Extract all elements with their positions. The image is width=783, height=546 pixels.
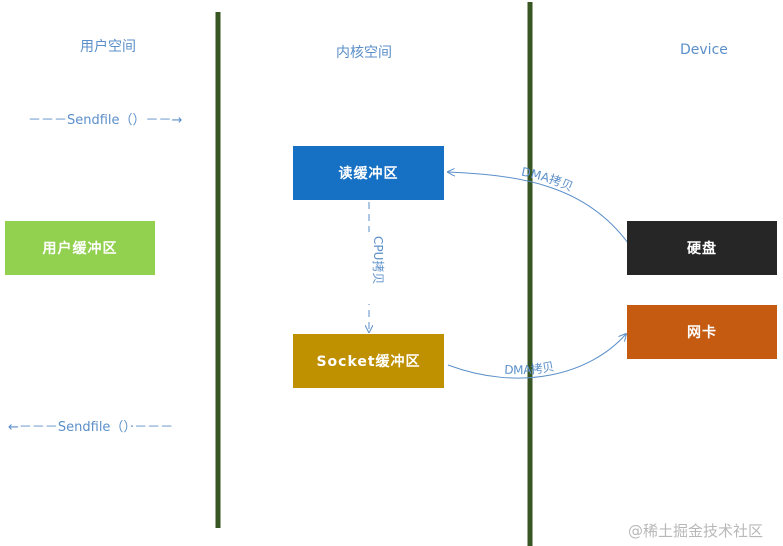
user-buffer-box: 用户缓冲区 — [5, 221, 155, 275]
dma-copy-nic-arrow — [447, 334, 626, 379]
sendfile-call-label: －－－Sendfile（）－－→ — [28, 113, 183, 128]
svg-text:DMA拷贝: DMA拷贝 — [504, 359, 555, 377]
dma-copy-bottom-label: DMA拷贝 — [504, 359, 555, 377]
socket-buffer-box: Socket缓冲区 — [293, 334, 444, 388]
read-buffer-box: 读缓冲区 — [293, 146, 444, 200]
device-heading: Device — [680, 42, 728, 58]
user-space-heading: 用户空间 — [80, 39, 136, 55]
cpu-copy-label: CPU拷贝 — [371, 236, 386, 284]
watermark: @稀土掘金技术社区 — [628, 522, 764, 540]
sendfile-return-label: ←－－－Sendfile（）·－－－ — [8, 420, 174, 435]
kernel-space-heading: 内核空间 — [336, 45, 392, 61]
nic-box: 网卡 — [627, 305, 777, 359]
dma-copy-disk-arrow — [448, 172, 629, 244]
disk-box: 硬盘 — [627, 221, 777, 275]
